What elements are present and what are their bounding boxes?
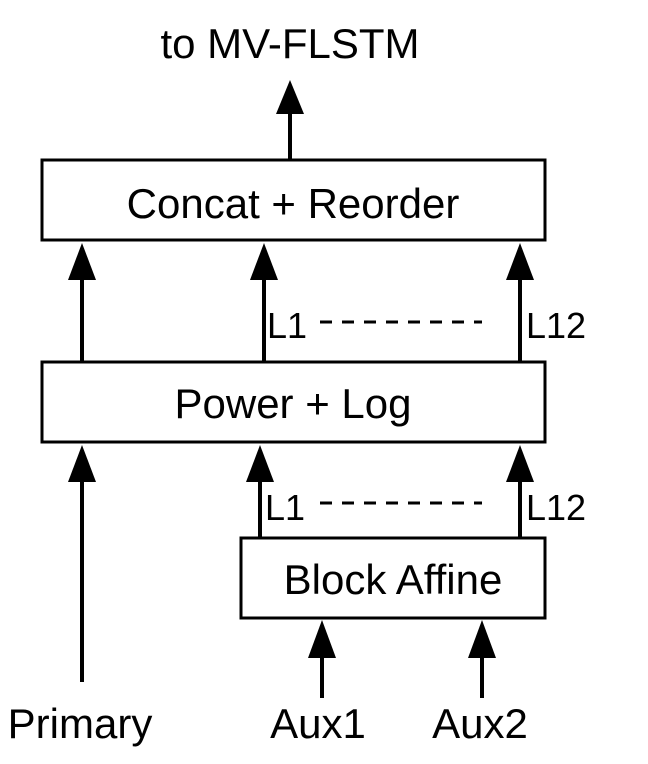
- l12-upper-arrow-head: [506, 243, 534, 280]
- l1-upper-arrow-head: [250, 243, 278, 280]
- power-log-box: [40, 360, 547, 444]
- lower-l12-label: L12: [526, 487, 586, 528]
- power-log-label: Power + Log: [175, 380, 412, 427]
- aux1-input-label: Aux1: [270, 700, 366, 747]
- l1-lower-arrow-head: [246, 445, 274, 482]
- aux1-arrow-head: [308, 620, 336, 658]
- concat-reorder-box: [40, 158, 547, 242]
- concat-reorder-label: Concat + Reorder: [127, 180, 460, 227]
- lower-l1-label: L1: [265, 487, 305, 528]
- output-label: to MV-FLSTM: [160, 20, 419, 67]
- primary-upper-arrow-head: [68, 243, 96, 280]
- primary-input-arrow-head: [68, 445, 96, 482]
- upper-l12-label: L12: [526, 305, 586, 346]
- block-affine-label: Block Affine: [284, 556, 503, 603]
- aux2-arrow-head: [468, 620, 496, 658]
- primary-input-label: Primary: [8, 700, 153, 747]
- upper-l1-label: L1: [267, 305, 307, 346]
- aux2-input-label: Aux2: [432, 700, 528, 747]
- block-affine-box: [239, 536, 547, 620]
- l12-lower-arrow-head: [506, 445, 534, 482]
- output-arrow-head: [276, 80, 304, 114]
